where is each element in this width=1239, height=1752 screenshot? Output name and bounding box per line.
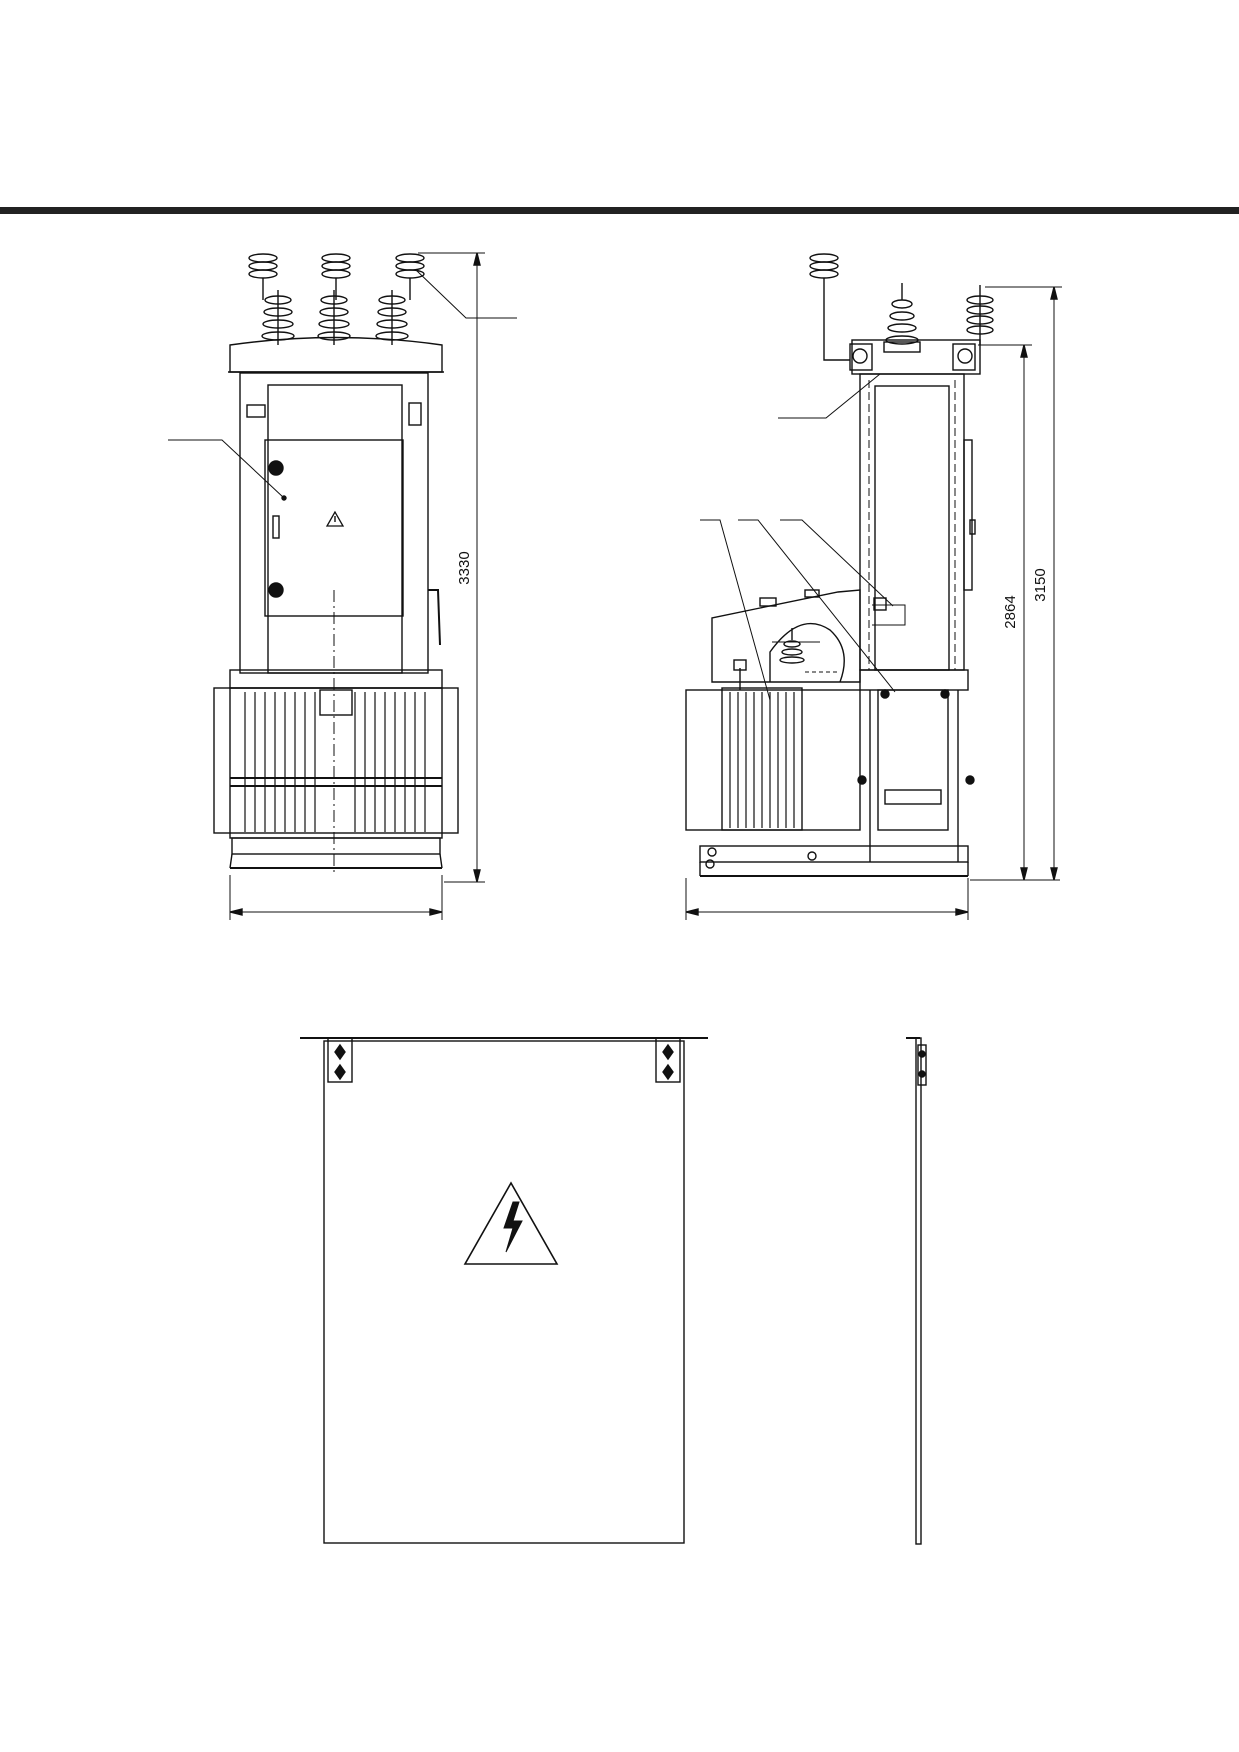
bushing — [966, 285, 994, 345]
header-bar — [0, 207, 1239, 214]
insulator — [883, 283, 921, 353]
bushing — [395, 253, 425, 300]
insulator — [261, 290, 295, 345]
front-bushings — [248, 253, 425, 345]
front-height-dimension: 3330 — [456, 551, 473, 584]
warning-triangle-icon — [325, 510, 345, 527]
bushing — [809, 253, 850, 361]
warning-plate-side — [906, 1037, 927, 1545]
radiator-fins — [729, 692, 795, 828]
bushing — [321, 253, 351, 300]
bushing — [248, 253, 278, 300]
side-view — [685, 253, 1062, 920]
radiator-fins — [244, 692, 426, 832]
insulator — [317, 290, 351, 345]
side-height-dimension-outer: 3150 — [1032, 568, 1049, 601]
front-view — [168, 252, 517, 920]
insulator — [375, 290, 409, 345]
cabinet-door — [264, 439, 404, 617]
high-voltage-warning-icon — [463, 1181, 559, 1265]
side-height-dimension-inner: 2864 — [1002, 595, 1019, 628]
warning-plate-front — [300, 1037, 708, 1544]
insulator — [779, 628, 805, 664]
